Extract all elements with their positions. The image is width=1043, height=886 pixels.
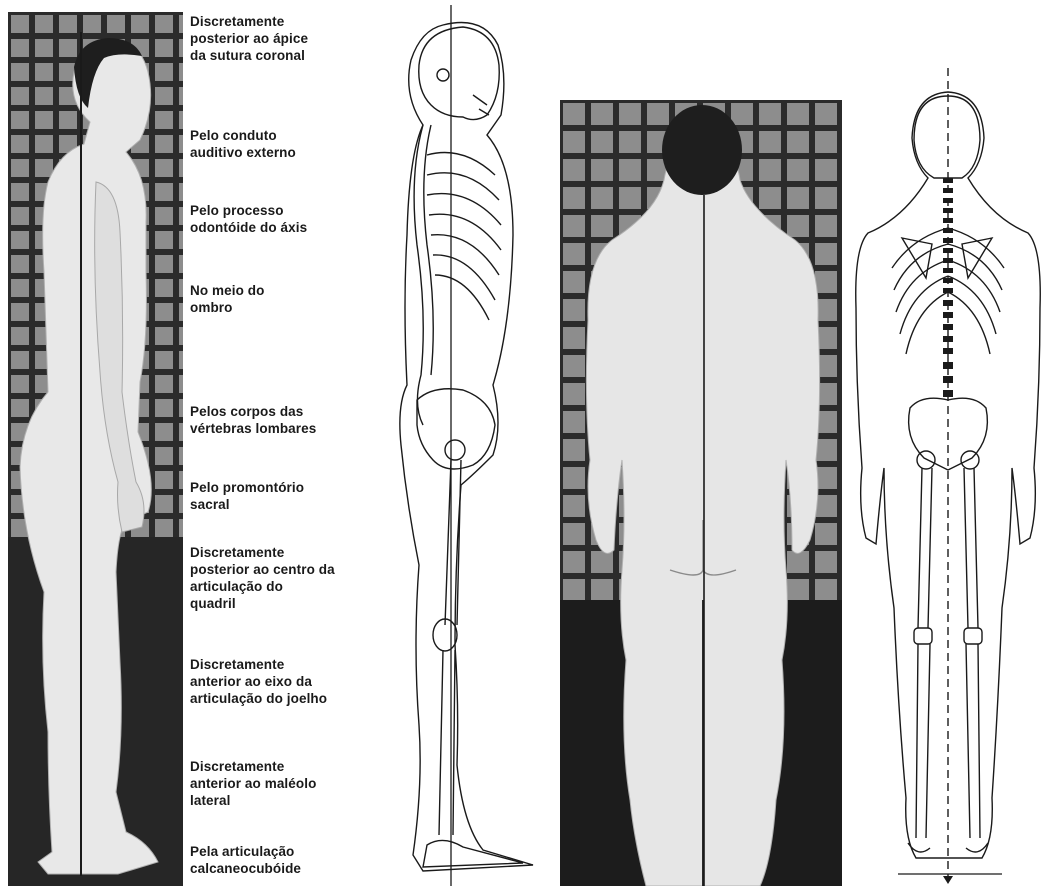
- tibia: [439, 650, 455, 835]
- lateral-body-outline: [400, 23, 533, 872]
- scapula-left: [902, 238, 932, 278]
- posterior-photo: [560, 100, 842, 886]
- posterior-photo-panel: [560, 100, 842, 886]
- label-coronal-suture: Discretamente posterior ao ápice da sutu…: [190, 13, 308, 64]
- vertebrae: [943, 178, 953, 397]
- pelvis: [417, 389, 495, 469]
- label-sacral-promontory: Pelo promontório sacral: [190, 479, 304, 513]
- femur: [445, 460, 461, 625]
- lateral-skeleton-panel: [383, 5, 543, 886]
- label-lateral-malleolus: Discretamente anterior ao maléolo latera…: [190, 758, 316, 809]
- skull: [419, 27, 500, 120]
- posterior-skeleton-panel: [852, 68, 1043, 886]
- label-calcaneocuboid-joint: Pela articulação calcaneocubóide: [190, 843, 301, 877]
- label-external-auditory-meatus: Pelo conduto auditivo externo: [190, 127, 296, 161]
- hair: [662, 105, 742, 195]
- skull: [914, 96, 980, 178]
- label-mid-shoulder: No meio do ombro: [190, 282, 265, 316]
- label-odontoid-process: Pelo processo odontóide do áxis: [190, 202, 307, 236]
- foot: [423, 840, 523, 867]
- ribs: [427, 153, 501, 321]
- posterior-skeleton: [852, 68, 1043, 886]
- lateral-photo: [8, 12, 183, 886]
- label-lumbar-vertebrae: Pelos corpos das vértebras lombares: [190, 403, 316, 437]
- spine: [414, 125, 423, 425]
- label-knee-joint: Discretamente anterior ao eixo da articu…: [190, 656, 327, 707]
- lateral-skeleton: [383, 5, 543, 886]
- lateral-photo-panel: [8, 12, 183, 886]
- label-hip-joint: Discretamente posterior ao centro da art…: [190, 544, 335, 612]
- plumb-bob: [943, 876, 953, 884]
